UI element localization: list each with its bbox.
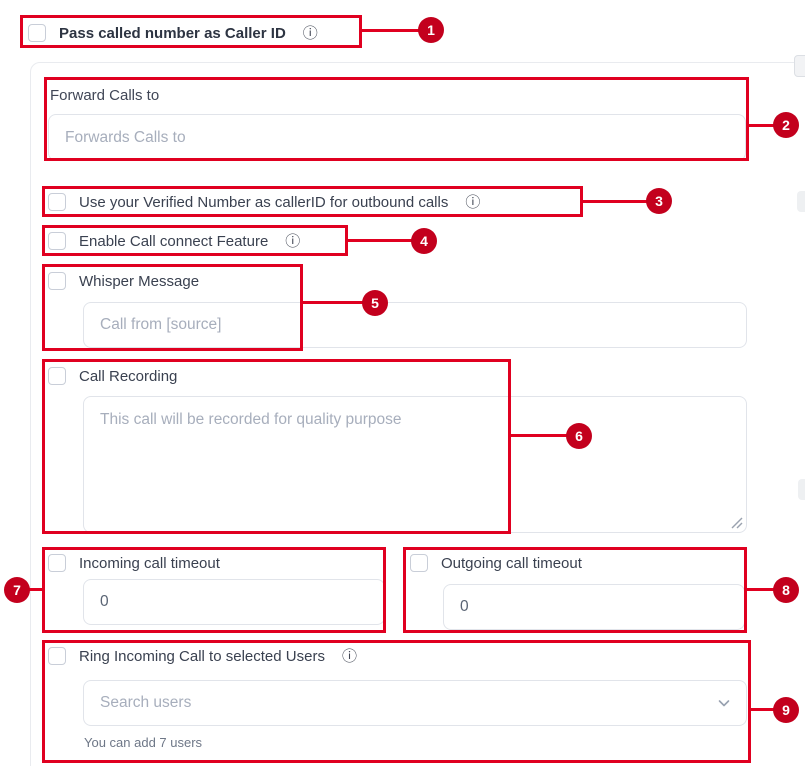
call-recording-checkbox[interactable] [48,367,66,385]
forward-calls-input[interactable] [48,114,746,161]
info-icon[interactable]: ⓘ [285,232,301,250]
verified-number-label: Use your Verified Number as callerID for… [79,193,449,211]
incoming-timeout-input[interactable] [83,579,385,625]
whisper-row: Whisper Message [48,271,199,291]
verified-number-row: Use your Verified Number as callerID for… [48,192,480,212]
whisper-label: Whisper Message [79,272,200,290]
whisper-message-input[interactable] [83,302,747,348]
call-recording-row: Call Recording [48,366,177,386]
pass-caller-id-label: Pass called number as Caller ID [59,24,286,42]
call-connect-label: Enable Call connect Feature [79,232,269,250]
incoming-timeout-label: Incoming call timeout [79,554,220,572]
search-users-select[interactable]: Search users [83,680,747,726]
pass-caller-id-row: Pass called number as Caller ID ⓘ [28,23,318,43]
call-connect-checkbox[interactable] [48,232,66,250]
outgoing-timeout-label: Outgoing call timeout [441,554,582,572]
info-icon[interactable]: ⓘ [341,647,357,665]
annotation-line-1 [360,29,420,32]
ring-users-checkbox[interactable] [48,647,66,665]
annotation-badge-1: 1 [418,17,444,43]
incoming-timeout-row: Incoming call timeout [48,553,220,573]
info-icon[interactable]: ⓘ [302,24,318,42]
user-limit-helper-text: You can add 7 users [84,735,203,750]
call-recording-label: Call Recording [79,367,178,385]
call-connect-row: Enable Call connect Feature ⓘ [48,231,300,251]
ring-users-label: Ring Incoming Call to selected Users [79,647,325,665]
outgoing-timeout-input[interactable] [443,584,745,630]
annotation-badge-7: 7 [4,577,30,603]
chevron-down-icon [718,700,730,707]
outgoing-timeout-row: Outgoing call timeout [410,553,582,573]
outgoing-timeout-checkbox[interactable] [410,554,428,572]
search-users-placeholder: Search users [100,694,192,711]
verified-number-checkbox[interactable] [48,193,66,211]
clipped-content [797,191,805,212]
pass-caller-id-checkbox[interactable] [28,24,46,42]
forward-calls-label: Forward Calls to [50,87,160,104]
call-recording-textarea[interactable] [83,396,747,533]
incoming-timeout-checkbox[interactable] [48,554,66,572]
whisper-checkbox[interactable] [48,272,66,290]
clipped-content [798,479,805,500]
clipped-content [794,55,805,77]
info-icon[interactable]: ⓘ [465,193,481,211]
ring-users-row: Ring Incoming Call to selected Users ⓘ [48,646,357,666]
